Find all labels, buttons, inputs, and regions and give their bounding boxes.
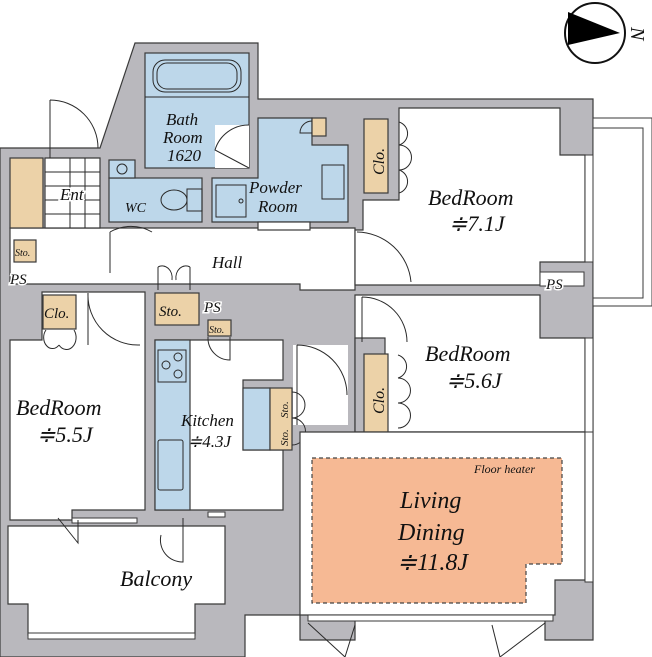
washing-machine-icon: [215, 184, 247, 218]
bedroom-3: [9, 291, 146, 521]
storage-kitchen: [154, 292, 200, 326]
powder-label-2: Room: [257, 197, 298, 216]
kitchen-counter: [154, 339, 191, 511]
bedroom-3-door: [87, 292, 141, 346]
kitchen-sink-icon: [157, 439, 184, 491]
balcony-door-2: [159, 518, 184, 563]
storage-small-label: Sto.: [209, 325, 224, 336]
bedroom-3-label: BedRoom: [16, 395, 102, 420]
bedroom-1-door: [356, 231, 412, 283]
powder-label-1: Powder: [248, 178, 302, 197]
living-label-2: Dining: [397, 520, 465, 546]
closet-3-label: Clo.: [44, 306, 69, 322]
entrance: [44, 157, 101, 229]
living-label-1: Living: [399, 488, 461, 514]
entrance-door: [49, 99, 99, 158]
floor-heater-label: Floor heater: [473, 462, 535, 476]
stove-icon: [157, 349, 187, 383]
living-size: ≑11.8J: [397, 550, 469, 576]
balcony-door-1: [57, 517, 79, 545]
kitchen-size: ≑4.3J: [188, 432, 232, 451]
storage-corridor-label-1: Sto.: [279, 429, 291, 446]
bedroom-1-size: ≑7.1J: [449, 211, 506, 236]
closet-2-label: Clo.: [371, 387, 388, 414]
ps-label-2: PS: [203, 300, 221, 316]
storage-entry-label-2: Sto.: [15, 248, 30, 259]
bath-door: [214, 124, 250, 169]
ps-label-3: PS: [545, 277, 563, 293]
window-bedroom-1: [584, 154, 594, 263]
entrance-tiles: [45, 158, 100, 228]
entrance-label: Ent: [59, 185, 85, 204]
storage-kitchen-label: Sto.: [159, 304, 182, 320]
wc-door: [109, 225, 153, 273]
bedroom-2-size: ≑5.6J: [446, 368, 503, 393]
sink-icon: [321, 164, 345, 200]
north-arrow-icon: [564, 2, 626, 64]
storage-small: [207, 319, 232, 337]
bedroom-2-label: BedRoom: [425, 341, 511, 366]
ps-label-1: PS: [9, 272, 27, 288]
balcony-label: Balcony: [120, 566, 192, 591]
living-door-2: [491, 622, 546, 657]
wc-label: WC: [125, 201, 147, 216]
window-bedroom-2: [584, 337, 594, 433]
bedroom-2-door: [361, 296, 408, 343]
bathtub-icon: [152, 59, 242, 93]
bedroom-1-label: BedRoom: [428, 185, 514, 210]
corridor: [293, 345, 348, 425]
storage-corridor: [269, 387, 293, 451]
storage-corridor-label-2: Sto.: [279, 401, 291, 418]
toilet-icon: [160, 188, 203, 212]
window-living-bottom: [307, 614, 554, 622]
kitchen-label: Kitchen: [180, 411, 234, 430]
floor-heater-area: [311, 457, 563, 604]
hall-area: [9, 227, 356, 291]
living-door-1: [307, 622, 356, 657]
bedroom-3-size: ≑5.5J: [37, 422, 94, 447]
bath-label-2: Room: [162, 128, 203, 147]
closet-1-label: Clo.: [371, 148, 388, 175]
bath-label-3: 1620: [167, 146, 202, 165]
closet-1: [363, 118, 389, 194]
bath-label-1: Bath: [166, 110, 198, 129]
compass-label: N: [626, 26, 648, 42]
balcony: [7, 525, 226, 636]
closet-2-doors: [397, 354, 411, 429]
wc-room: [108, 177, 203, 223]
closet-3: [42, 294, 77, 330]
closet-1-doors: [398, 121, 412, 194]
window-living-side: [584, 431, 594, 583]
shoe-storage: [9, 157, 44, 229]
hall-label: Hall: [211, 253, 243, 272]
